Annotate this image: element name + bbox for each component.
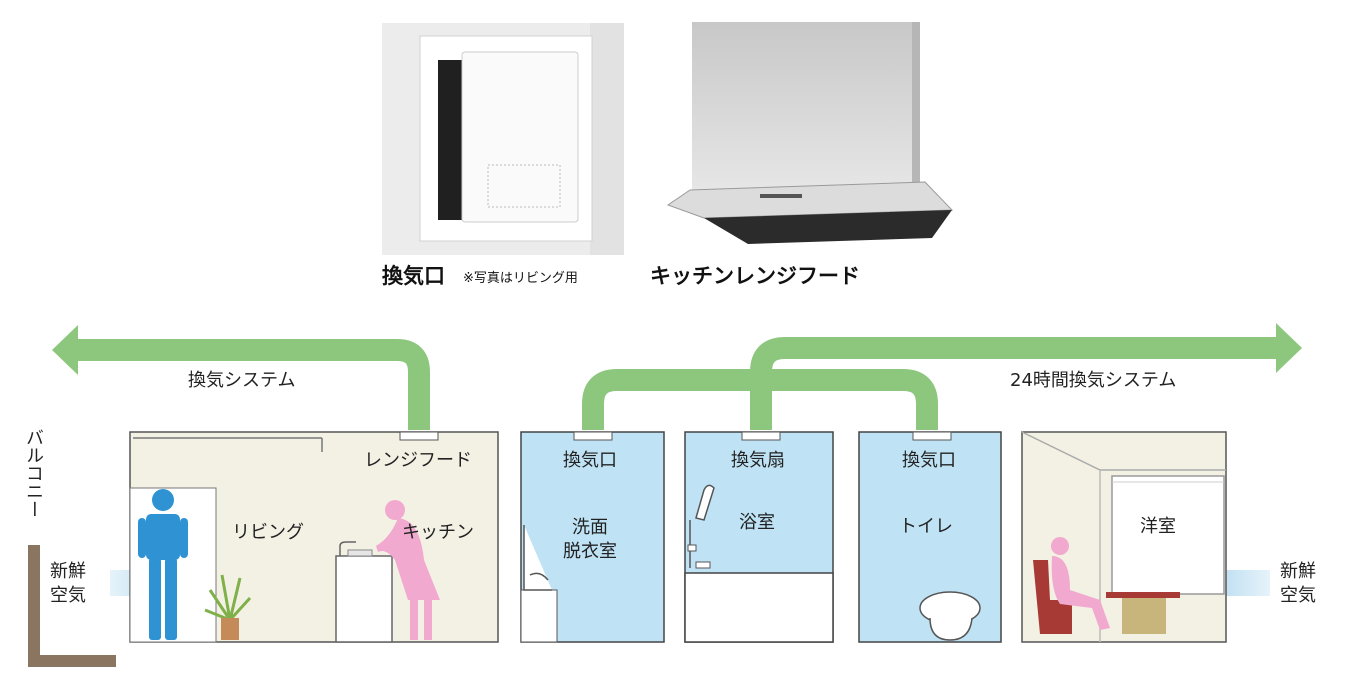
washroom-label: 洗面 脱衣室 xyxy=(563,516,617,564)
fresh-air-left-line2: 空気 xyxy=(50,585,86,606)
fresh-air-left-label: 新鮮 空気 xyxy=(50,560,86,608)
plant xyxy=(204,574,252,640)
hood-photo-caption: キッチンレンジフード xyxy=(650,264,860,288)
vent-photo xyxy=(382,23,624,255)
kitchen-label: キッチン xyxy=(402,522,474,543)
seated-woman xyxy=(1051,537,1110,630)
western-room xyxy=(1021,431,1227,643)
toilet-vent-label: 換気口 xyxy=(902,450,956,471)
woman-figure xyxy=(376,500,440,640)
right-system-label: 24時間換気システム xyxy=(1010,370,1177,391)
vent-photo-caption: 換気口 xyxy=(382,264,445,288)
fresh-air-right-line2: 空気 xyxy=(1280,585,1316,606)
bath-fan-label: 換気扇 xyxy=(731,450,785,471)
balcony-wall xyxy=(28,545,116,667)
vent-photo-note: ※写真はリビング用 xyxy=(463,271,578,286)
living-room-label: リビング xyxy=(232,522,304,543)
toilet-label: トイレ xyxy=(899,516,953,537)
toilet-room xyxy=(858,431,1002,643)
fresh-air-left-line1: 新鮮 xyxy=(50,561,86,582)
western-room-label: 洋室 xyxy=(1140,516,1176,537)
washroom xyxy=(520,431,665,643)
kitchen-counter xyxy=(335,541,393,643)
range-hood-photo xyxy=(666,22,954,244)
man-figure xyxy=(138,489,188,640)
living-room xyxy=(129,431,499,643)
bathroom-label: 浴室 xyxy=(739,512,775,533)
right-exhaust-duct xyxy=(582,323,1302,430)
fresh-air-right-line1: 新鮮 xyxy=(1280,561,1316,582)
balcony-label: バルコニー xyxy=(23,428,44,518)
washroom-vent-label: 換気口 xyxy=(563,450,617,471)
range-hood-label: レンジフード xyxy=(364,450,472,471)
washroom-label-line1: 洗面 xyxy=(572,517,608,538)
washroom-label-line2: 脱衣室 xyxy=(563,541,617,562)
left-exhaust-duct xyxy=(52,325,430,430)
left-system-label: 換気システム xyxy=(188,370,296,391)
fresh-air-right-label: 新鮮 空気 xyxy=(1280,560,1316,608)
bathroom xyxy=(684,431,834,643)
